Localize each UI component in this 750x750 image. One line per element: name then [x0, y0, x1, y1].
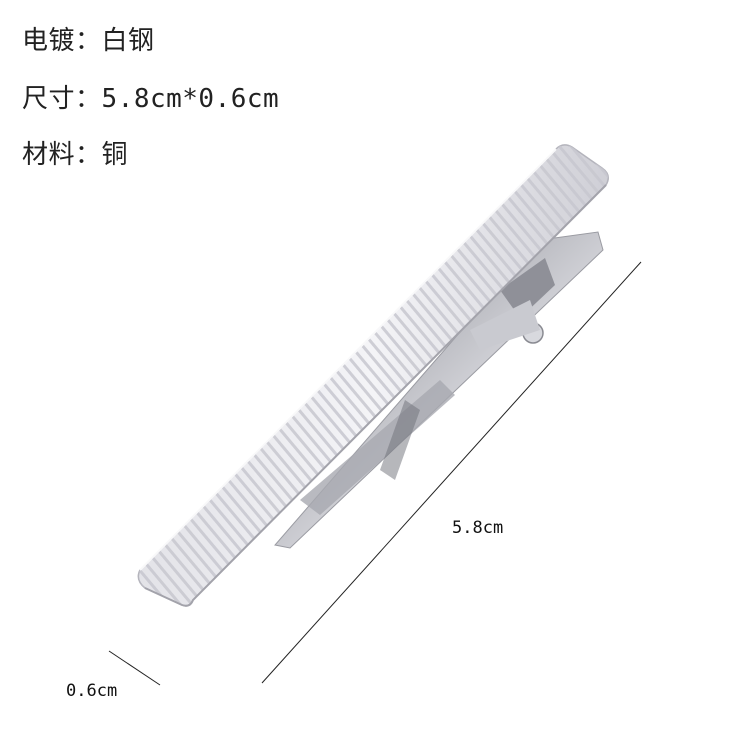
spec-size-label: 尺寸： [22, 84, 102, 114]
spec-plating-value: 白钢 [101, 26, 155, 56]
spec-plating: 电镀：白钢 [22, 20, 155, 57]
width-dimension-line [108, 650, 161, 686]
spec-material: 材料：铜 [22, 134, 128, 171]
length-dimension-label: 5.8cm [452, 518, 504, 538]
tie-clip-bar [137, 144, 609, 607]
spec-material-value: 铜 [101, 140, 129, 170]
width-dimension-label: 0.6cm [66, 681, 118, 701]
spec-material-label: 材料： [22, 140, 102, 170]
spec-size-value: 5.8cm*0.6cm [101, 84, 280, 114]
spec-plating-label: 电镀： [22, 26, 102, 56]
length-dimension-line [261, 261, 642, 684]
clip-spring-arm [274, 231, 604, 549]
spec-size: 尺寸：5.8cm*0.6cm [22, 78, 279, 115]
